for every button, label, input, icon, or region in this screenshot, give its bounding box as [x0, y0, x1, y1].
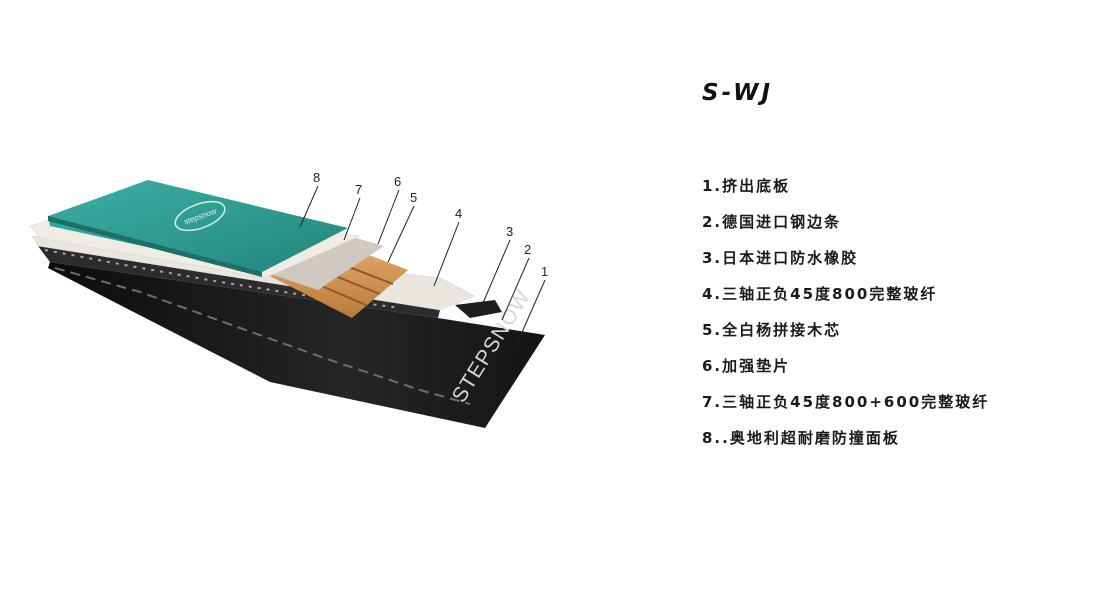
- callout-3: 3: [506, 224, 513, 239]
- callout-1: 1: [541, 264, 548, 279]
- callout-line-2: [501, 257, 530, 321]
- layer-8-topsheet: [48, 180, 348, 272]
- spec-item-6: 6.加强垫片: [702, 357, 791, 375]
- base-edge-highlight: [54, 267, 471, 405]
- callout-line-6: [377, 189, 400, 245]
- spec-item-2: 2.德国进口钢边条: [702, 213, 842, 231]
- spec-item-8: 8..奥地利超耐磨防撞面板: [702, 429, 900, 447]
- callout-2: 2: [524, 242, 531, 257]
- callout-6: 6: [394, 174, 401, 189]
- callout-5: 5: [410, 190, 417, 205]
- callout-line-7: [343, 197, 361, 241]
- spec-item-5: 5.全白杨拼接木芯: [702, 321, 842, 339]
- topsheet-front-edge: [48, 216, 262, 277]
- spec-item-7: 7.三轴正负45度800+600完整玻纤: [702, 393, 990, 411]
- layer-6-reinforcement: [258, 228, 384, 290]
- callout-8: 8: [313, 170, 320, 185]
- spec-item-4: 4.三轴正负45度800完整玻纤: [702, 285, 938, 303]
- model-title: S-WJ: [702, 80, 774, 106]
- callout-line-4: [433, 221, 460, 287]
- layer-spec-list: 1.挤出底板 2.德国进口钢边条 3.日本进口防水橡胶 4.三轴正负45度800…: [702, 174, 989, 462]
- layer-1-base: [48, 262, 545, 428]
- spec-item-1: 1.挤出底板: [702, 177, 791, 195]
- callout-line-8: [299, 185, 319, 228]
- callout-line-1: [515, 279, 546, 347]
- callout-line-3: [482, 239, 511, 304]
- layer-3-rubber: [455, 300, 502, 318]
- callout-line-5: [387, 205, 415, 263]
- spec-item-3: 3.日本进口防水橡胶: [702, 249, 859, 267]
- callout-4: 4: [455, 206, 462, 221]
- callout-7: 7: [355, 182, 362, 197]
